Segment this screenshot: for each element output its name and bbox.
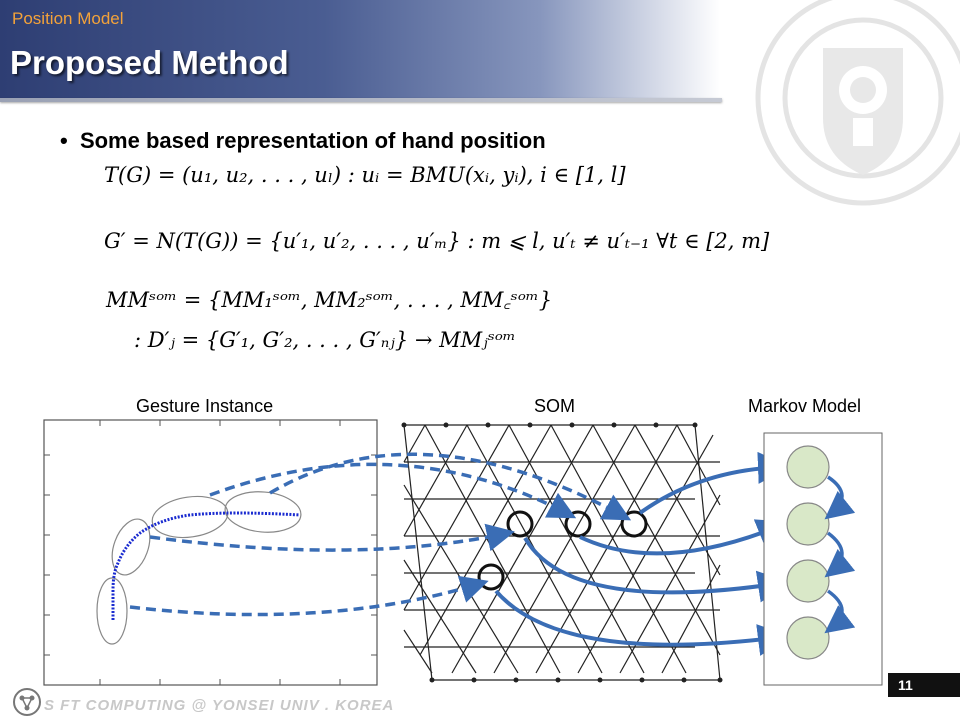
university-seal-watermark-icon [755, 0, 960, 206]
som-nodes [401, 422, 723, 683]
section-label: Position Model [12, 9, 124, 28]
markov-model-title: Markov Model [748, 396, 862, 416]
equation-3: MMˢᵒᵐ = {MM₁ˢᵒᵐ, MM₂ˢᵒᵐ, . . . , MM꜀ˢᵒᵐ} [106, 288, 553, 312]
header-band [0, 0, 720, 98]
gesture-instance-title: Gesture Instance [136, 396, 274, 416]
state-arrows [494, 451, 790, 656]
equation-1: T(G) = (u₁, u₂, . . . , uₗ) : uᵢ = BMU(x… [104, 163, 626, 187]
som-title: SOM [534, 396, 576, 416]
page-number: 11 [888, 673, 960, 697]
header-divider [0, 98, 722, 102]
mapping-arrows [129, 452, 632, 617]
bullet-text: • Some based representation of hand posi… [60, 128, 546, 153]
hand-trajectory [111, 511, 301, 620]
soft-computing-logo-icon [13, 688, 41, 716]
bullet-label: Some based representation of hand positi… [79, 128, 546, 153]
equation-2: G′ = N(T(G)) = {u′₁, u′₂, . . . , u′ₘ} :… [104, 229, 770, 253]
gesture-som-markov-diagram [43, 419, 883, 686]
markov-model [763, 432, 883, 686]
gesture-plot-frame [43, 419, 378, 686]
slide-title: Proposed Method [10, 44, 289, 81]
equation-4: : D′ⱼ = {G′₁, G′₂, . . . , G′ₙⱼ} → MMⱼˢᵒ… [134, 328, 516, 352]
footer-text: S FT COMPUTING @ YONSEI UNIV . KOREA [44, 697, 395, 714]
